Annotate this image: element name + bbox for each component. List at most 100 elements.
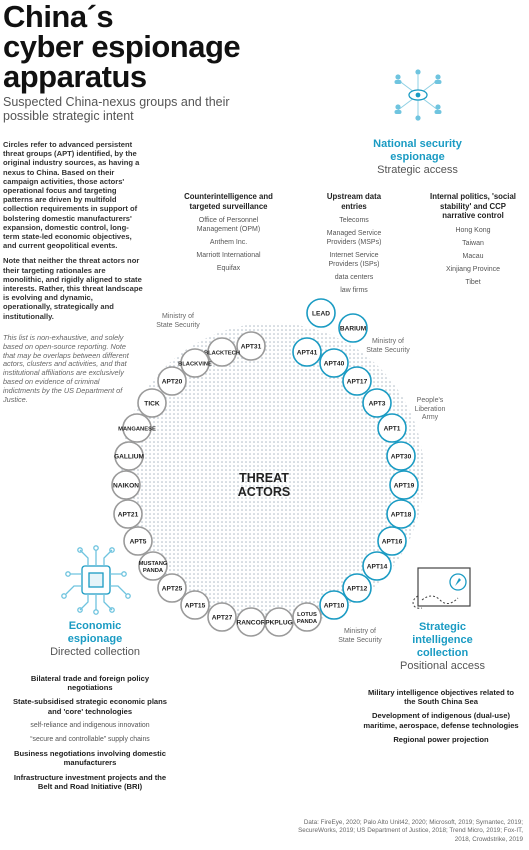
column-item: Internet Service Providers (ISPs) <box>328 252 380 268</box>
center-label: ACTORS <box>238 485 291 499</box>
economic-header: Economic espionage Directed collection <box>25 620 165 659</box>
column-heading: Counterintelligence and targeted surveil… <box>184 192 273 211</box>
group-circle <box>138 551 168 581</box>
economic-title: Economic <box>68 620 122 632</box>
group-circle <box>342 573 372 603</box>
group-label: RANCOR <box>237 619 266 626</box>
group-circle <box>292 602 322 632</box>
group-label: APT17 <box>347 378 368 385</box>
apt-group-naikon: NAIKON <box>111 470 141 500</box>
column-item: Equifax <box>216 265 241 272</box>
group-circle <box>113 499 143 529</box>
group-label: APT21 <box>118 511 139 518</box>
group-circle <box>122 413 152 443</box>
apt-group-apt15: APT15 <box>180 590 210 620</box>
group-label: NAIKON <box>113 482 139 489</box>
column-heading: Internal politics, 'social stability' an… <box>430 192 516 220</box>
group-label: APT25 <box>162 585 183 592</box>
group-label: APT16 <box>382 538 403 545</box>
group-circle <box>319 348 349 378</box>
group-label: APT12 <box>347 585 368 592</box>
group-circle <box>180 590 210 620</box>
strategic-header: Strategic intelligence collection Positi… <box>385 621 500 673</box>
intro-text: Circles refer to advanced persistent thr… <box>3 140 143 327</box>
apt-group-apt27: APT27 <box>207 602 237 632</box>
disclaimer-note: This list is non-exhaustive, and solely … <box>3 333 129 404</box>
column-counterintelligence: Counterintelligence and targeted surveil… <box>180 192 277 277</box>
group-label: APT19 <box>394 482 415 489</box>
economic-item: Bilateral trade and foreign policy negot… <box>30 674 150 693</box>
group-circle <box>389 470 419 500</box>
group-circle <box>338 313 368 343</box>
agency-line: Ministry of <box>162 313 194 320</box>
economic-list: Bilateral trade and foreign policy negot… <box>10 674 170 796</box>
apt-group-apt17: APT17 <box>342 366 372 396</box>
group-label: LEAD <box>312 310 330 317</box>
agency-line: State Security <box>366 346 410 354</box>
column-upstream-data: Upstream data entries Telecoms Managed S… <box>316 192 392 299</box>
apt-group-manganese: MANGANESE <box>118 413 156 443</box>
agency-line: State Security <box>338 636 382 644</box>
strategic-item: Military intelligence objectives related… <box>367 688 514 707</box>
strategic-item: Regional power projection <box>393 734 489 744</box>
column-heading: Upstream data entries <box>326 192 382 211</box>
economic-subitem: self-reliance and indigenous innovation <box>30 721 150 729</box>
apt-group-apt1: APT1 <box>377 413 407 443</box>
group-circle <box>236 331 266 361</box>
apt-group-apt41: APT41 <box>292 337 322 367</box>
column-item: Tibet <box>465 278 481 286</box>
agency-line: People's <box>416 397 444 404</box>
apt-group-apt12: APT12 <box>342 573 372 603</box>
group-circle <box>292 337 322 367</box>
group-label: APT31 <box>241 343 262 350</box>
group-label: TICK <box>144 400 160 407</box>
group-circle <box>180 348 210 378</box>
apt-group-lead: LEAD <box>306 298 336 328</box>
column-item: Marriott International <box>196 252 261 259</box>
agency-label-mss-right: Ministry of State Security <box>358 338 418 355</box>
group-circle <box>386 499 416 529</box>
group-circle <box>362 388 392 418</box>
group-label: MANGANESE <box>118 426 156 432</box>
strategic-title: intelligence <box>412 634 473 646</box>
group-circle <box>362 551 392 581</box>
group-label: MUSTANG <box>139 561 168 567</box>
column-item: law firms <box>340 287 368 294</box>
group-circle <box>123 526 153 556</box>
group-label: APT15 <box>185 602 206 609</box>
page-title: China´s cyber espionage apparatus <box>3 1 303 92</box>
strategic-list: Military intelligence objectives related… <box>362 688 520 749</box>
group-circle <box>377 526 407 556</box>
group-circle <box>342 366 372 396</box>
group-circle <box>111 470 141 500</box>
apt-group-apt18: APT18 <box>386 499 416 529</box>
group-circle <box>264 607 294 637</box>
title-line: cyber espionage <box>3 29 241 64</box>
group-circle <box>157 573 187 603</box>
group-label: PKPLUG <box>265 619 292 626</box>
group-circle <box>114 441 144 471</box>
page-subtitle: Suspected China-nexus groups and their p… <box>3 95 230 123</box>
apt-group-apt16: APT16 <box>377 526 407 556</box>
agency-label-mss-top: Ministry of State Security <box>148 313 208 330</box>
group-circle <box>377 413 407 443</box>
network-eye-icon <box>394 69 442 121</box>
apt-group-apt3: APT3 <box>362 388 392 418</box>
column-item: Telecoms <box>339 217 369 224</box>
apt-group-gallium: GALLIUM <box>114 441 145 471</box>
column-item: Xinjiang Province <box>445 265 501 273</box>
economic-subitem: “secure and controllable” supply chains <box>30 736 150 744</box>
national-title: espionage <box>390 151 445 163</box>
source-note: Data: FireEye, 2020; Palo Alto Unit42, 2… <box>298 818 523 843</box>
group-label: APT27 <box>212 614 233 621</box>
group-label: APT40 <box>324 360 345 367</box>
group-label: BARIUM <box>340 325 367 332</box>
economic-subtitle: Directed collection <box>50 646 140 658</box>
group-circle <box>319 590 349 620</box>
agency-line: Army <box>421 414 439 421</box>
apt-group-blacktech: BLACKTECH <box>204 337 240 367</box>
group-circle <box>157 366 187 396</box>
group-circle <box>306 298 336 328</box>
